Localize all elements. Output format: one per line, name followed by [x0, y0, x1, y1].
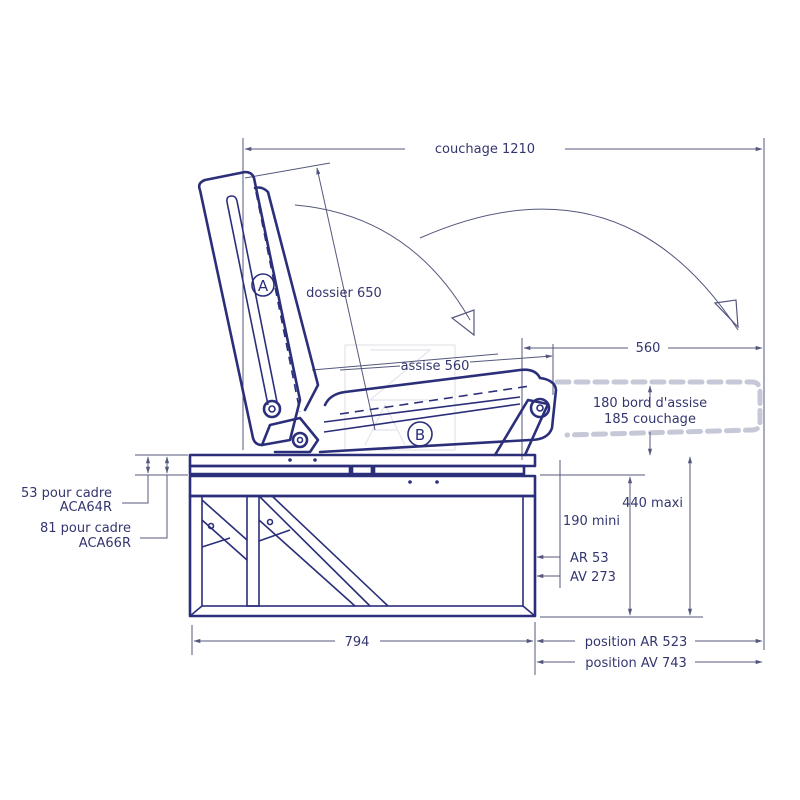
dossier-label: dossier 650	[306, 286, 382, 301]
dimension-dossier: dossier 650	[244, 162, 499, 431]
bed-edge-label-1: 180 bord d'assise	[593, 396, 707, 411]
offset-av-label: AV 273	[570, 570, 616, 585]
bed-edge-label-2: 185 couchage	[604, 412, 696, 427]
marker-a: A	[258, 277, 269, 295]
fold-arrows	[294, 204, 739, 337]
marker-b: B	[415, 426, 425, 444]
couchage-label: couchage 1210	[435, 142, 535, 157]
extension-label: 560	[636, 341, 661, 356]
dimension-assise: assise 560	[339, 344, 554, 395]
cadre-64-label-1: 53 pour cadre	[21, 486, 112, 501]
position-av-label: position AV 743	[585, 656, 687, 671]
watermark	[344, 344, 456, 451]
position-ar-label: position AR 523	[585, 635, 688, 650]
dimension-cadre: 53 pour cadre ACA64R 81 pour cadre ACA66…	[21, 454, 188, 551]
frame-width-label: 794	[345, 635, 370, 650]
dimension-extension: 560	[521, 338, 763, 460]
dimension-height: 190 mini 440 maxi AR 53 AV 273	[536, 456, 703, 618]
height-min-label: 190 mini	[563, 514, 620, 529]
assise-label: assise 560	[401, 359, 470, 374]
dimension-width: 794 position AR 523 position AV 743	[191, 622, 763, 675]
cadre-66-label-2: ACA66R	[79, 536, 131, 551]
bed-extension-outline: 180 bord d'assise 185 couchage	[554, 379, 763, 456]
cadre-64-label-2: ACA64R	[60, 500, 112, 515]
cadre-66-label-1: 81 pour cadre	[40, 521, 131, 536]
base-frame	[188, 453, 537, 618]
height-max-label: 440 maxi	[622, 496, 683, 511]
backrest: A	[197, 170, 320, 454]
seat-cushion: B	[318, 368, 558, 457]
offset-ar-label: AR 53	[570, 551, 609, 566]
dimension-couchage: couchage 1210	[242, 138, 765, 650]
